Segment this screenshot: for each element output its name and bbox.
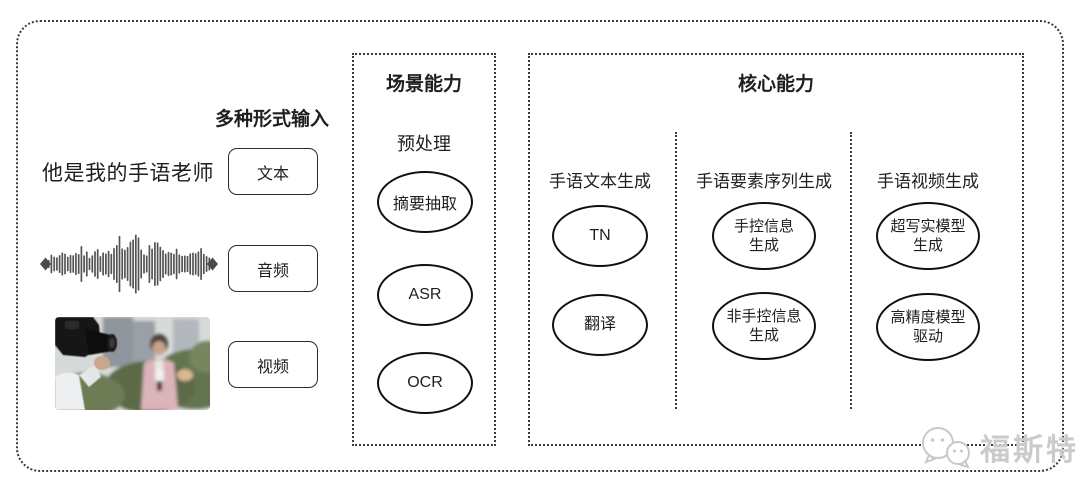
input-type-label: 音频 [256,262,289,280]
node-label: 摘要抽取 [392,196,457,213]
node-label: 翻译 [583,315,616,333]
node-label: OCR [407,374,443,391]
node-label: 手控信息 [733,217,794,235]
input-type-label: 文本 [256,165,289,183]
outer-dotted-border [16,20,1064,472]
input-section-title: 多种形式输入 [214,109,330,130]
audio-waveform-icon [40,234,218,294]
core-node-manual-info-generation: 手控信息 生成 [712,202,816,270]
core-col-header-text-generation: 手语文本生成 [549,172,651,191]
node-label: 非手控信息 [726,307,802,325]
node-label: ASR [408,286,442,303]
watermark: 福斯特 [918,424,1079,470]
node-label: TN [589,226,611,244]
scene-box-title: 场景能力 [385,74,463,95]
scene-capability-box: 场景能力 预处理 摘要抽取 ASR OCR [352,53,496,446]
scene-node-ocr: OCR [377,352,473,414]
core-node-non-manual-info-generation: 非手控信息 生成 [712,292,816,360]
core-node-hyperrealistic-model-generation: 超写实模型 生成 [876,202,980,270]
core-col-header-video-generation: 手语视频生成 [877,172,979,191]
scene-node-asr: ASR [377,264,473,326]
core-col-header-element-sequence-generation: 手语要素序列生成 [696,172,832,191]
node-label: 超写实模型 [890,217,966,235]
input-type-text-box: 文本 [228,148,318,195]
core-node-high-precision-model-driving: 高精度模型 驱动 [876,293,980,361]
reporter-video-photo [55,317,210,410]
input-type-audio-box: 音频 [228,245,318,292]
node-label: 生成 [748,237,779,254]
preprocess-label: 预处理 [397,134,451,154]
core-node-translation: 翻译 [552,294,648,356]
node-label: 生成 [748,327,779,344]
chat-bubbles-icon [922,427,970,469]
input-type-label: 视频 [256,358,289,376]
core-box-title: 核心能力 [737,74,815,95]
column-divider [850,132,852,409]
core-capability-box: 核心能力 手语文本生成 手语要素序列生成 手语视频生成 TN 翻译 手控信息 生… [528,53,1024,446]
scene-node-summary-extraction: 摘要抽取 [377,171,473,233]
watermark-text: 福斯特 [980,434,1079,467]
node-label: 生成 [912,237,943,254]
node-label: 驱动 [912,328,943,345]
sample-sentence: 他是我的手语老师 [42,162,214,185]
node-label: 高精度模型 [890,308,966,326]
input-type-video-box: 视频 [228,341,318,388]
core-node-tn: TN [552,205,648,267]
column-divider [675,132,677,409]
